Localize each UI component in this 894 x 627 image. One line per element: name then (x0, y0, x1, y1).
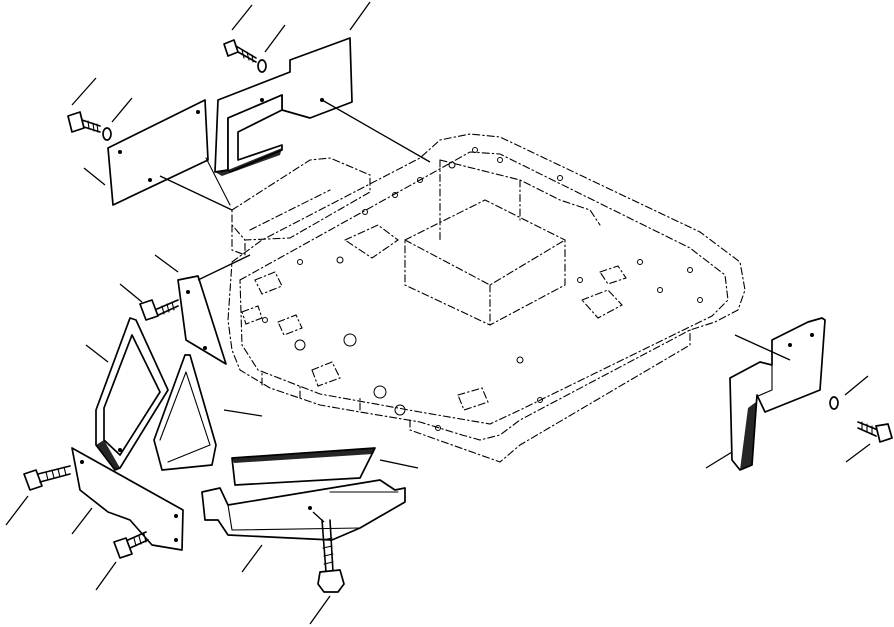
lower-left-bracket (95, 317, 169, 471)
callout-leaders (5, 1, 871, 625)
wedge-plate (153, 354, 217, 471)
assembly-line (321, 99, 431, 163)
washer-icon (829, 396, 839, 410)
bolt-icon (139, 299, 179, 321)
bottom-cover-plate (71, 447, 184, 551)
right-bracket (729, 317, 826, 471)
top-left-plate (107, 99, 231, 206)
bolt-icon (23, 465, 71, 491)
mid-left-plate (177, 275, 227, 365)
assembly-line (197, 254, 251, 281)
assembly-line (734, 334, 791, 361)
bolt-icon (317, 519, 345, 593)
bolt-icon (113, 531, 149, 559)
top-bracket (214, 37, 353, 176)
assembly-line (159, 175, 233, 211)
slim-plate (231, 447, 376, 486)
floor-frame (227, 133, 746, 463)
frame-holes (262, 147, 703, 431)
bolt-icon (67, 111, 101, 133)
bottom-long-bracket (201, 479, 406, 541)
bolt-icon (223, 39, 257, 63)
washer-icon (102, 127, 112, 141)
bolt-icon (857, 421, 893, 443)
assembly-line (312, 511, 325, 523)
washer-icon (257, 59, 267, 73)
